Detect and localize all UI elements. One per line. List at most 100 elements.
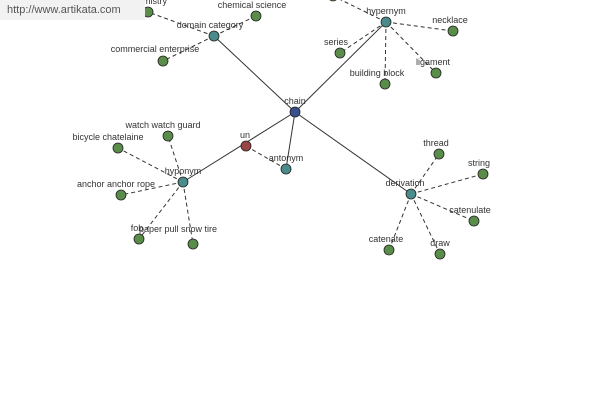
node-dot-chatelaine[interactable] bbox=[112, 142, 124, 154]
edge-chain-antonym bbox=[285, 111, 296, 170]
node-label-commerce: commercial enterprise bbox=[111, 44, 200, 54]
edge-chain-domain bbox=[213, 35, 296, 113]
node-dot-hyp-top1[interactable] bbox=[328, 0, 338, 2]
node-dot-string[interactable] bbox=[477, 168, 489, 180]
node-label-string: string bbox=[468, 158, 490, 168]
node-label-anchorrope: anchor anchor rope bbox=[77, 179, 155, 189]
node-snowtire[interactable]: paper pull snow tire bbox=[139, 224, 217, 250]
node-dot-ligament[interactable] bbox=[430, 67, 442, 79]
edge-derivation-catenate bbox=[388, 193, 412, 251]
node-label-derivation: derivation bbox=[385, 178, 424, 188]
node-necklace[interactable]: necklace bbox=[432, 15, 468, 37]
node-label-hypernym: hypernym bbox=[366, 6, 406, 16]
edge-chain-hyponym bbox=[182, 111, 296, 183]
node-dot-series[interactable] bbox=[334, 47, 346, 59]
node-antonym[interactable]: antonym bbox=[269, 153, 304, 175]
node-chain[interactable]: chain bbox=[284, 96, 306, 118]
node-dot-hyponym[interactable] bbox=[177, 176, 189, 188]
node-chemsci[interactable]: chemical science bbox=[218, 0, 287, 22]
node-label-necklace: necklace bbox=[432, 15, 468, 25]
node-dot-chemsci[interactable] bbox=[250, 10, 262, 22]
node-hyp-top1[interactable] bbox=[328, 0, 338, 2]
node-dot-antonym[interactable] bbox=[280, 163, 292, 175]
node-dot-necklace[interactable] bbox=[447, 25, 459, 37]
edge-hyponym-chatelaine bbox=[117, 147, 184, 183]
edge-hypernym-series bbox=[339, 21, 387, 54]
node-dot-catenulate[interactable] bbox=[468, 215, 480, 227]
site-watermark[interactable]: http://www.artikata.com bbox=[0, 0, 145, 20]
edge-derivation-string bbox=[410, 173, 484, 195]
node-dot-draw[interactable] bbox=[434, 248, 446, 260]
edge-hypernym-ligament bbox=[385, 21, 437, 74]
node-anchorrope[interactable]: anchor anchor rope bbox=[77, 179, 155, 201]
node-chemistry[interactable]: mistry bbox=[142, 0, 167, 18]
node-thread[interactable]: thread bbox=[423, 138, 449, 160]
edges-layer bbox=[117, 0, 484, 255]
node-label-fob: fob bbox=[131, 223, 144, 233]
node-label-antonym: antonym bbox=[269, 153, 304, 163]
edge-hyponym-snowtire bbox=[182, 181, 194, 245]
node-un[interactable]: un bbox=[240, 130, 252, 152]
node-label-chemistry: mistry bbox=[143, 0, 167, 6]
node-catenate[interactable]: catenate bbox=[369, 234, 404, 256]
node-dot-building[interactable] bbox=[379, 78, 391, 90]
edge-hypernym-building bbox=[384, 21, 387, 85]
node-hypernym[interactable]: hypernym bbox=[366, 6, 406, 28]
edge-hyponym-anchorrope bbox=[120, 181, 184, 196]
edge-chain-hypernym bbox=[294, 21, 387, 113]
node-label-snowtire: paper pull snow tire bbox=[139, 224, 217, 234]
edge-hypernym-necklace bbox=[385, 21, 454, 32]
node-label-chatelaine: bicycle chatelaine bbox=[72, 132, 143, 142]
node-dot-domain[interactable] bbox=[208, 30, 220, 42]
node-label-domain: domain category bbox=[177, 20, 244, 30]
edge-antonym-un bbox=[245, 145, 287, 170]
node-hyponym[interactable]: hyponym bbox=[165, 166, 202, 188]
node-dot-hypernym[interactable] bbox=[380, 16, 392, 28]
node-fob[interactable]: fob bbox=[131, 223, 145, 245]
node-label-chemsci: chemical science bbox=[218, 0, 287, 10]
node-label-watchguard: watch watch guard bbox=[124, 120, 200, 130]
node-dot-commerce[interactable] bbox=[157, 55, 169, 67]
node-label-chain: chain bbox=[284, 96, 306, 106]
node-chatelaine[interactable]: bicycle chatelaine bbox=[72, 132, 144, 154]
edge-hyponym-watchguard bbox=[167, 135, 184, 183]
node-string[interactable]: string bbox=[468, 158, 490, 180]
edge-domain-chemsci bbox=[213, 15, 257, 37]
edge-domain-chemistry bbox=[147, 11, 215, 37]
edge-chain-derivation bbox=[294, 111, 412, 195]
node-label-un: un bbox=[240, 130, 250, 140]
node-series[interactable]: series bbox=[324, 37, 349, 59]
node-dot-catenate[interactable] bbox=[383, 244, 395, 256]
edge-hypernym-hyp-top1 bbox=[340, 0, 387, 23]
node-dot-un[interactable] bbox=[240, 140, 252, 152]
node-label-building: building block bbox=[350, 68, 405, 78]
node-label-thread: thread bbox=[423, 138, 449, 148]
edge-hyponym-fob bbox=[138, 181, 184, 240]
node-label-draw: draw bbox=[430, 238, 450, 248]
node-dot-derivation[interactable] bbox=[405, 188, 417, 200]
node-label-catenulate: catenulate bbox=[449, 205, 491, 215]
node-label-ligament: ligament bbox=[416, 57, 451, 67]
node-ligament[interactable]: ligament bbox=[416, 57, 451, 79]
node-label-series: series bbox=[324, 37, 349, 47]
node-draw[interactable]: draw bbox=[430, 238, 450, 260]
node-derivation[interactable]: derivation bbox=[385, 178, 425, 200]
node-label-catenate: catenate bbox=[369, 234, 404, 244]
node-dot-fob[interactable] bbox=[133, 233, 145, 245]
edge-derivation-catenulate bbox=[410, 193, 475, 222]
node-label-hyponym: hyponym bbox=[165, 166, 202, 176]
node-dot-thread[interactable] bbox=[433, 148, 445, 160]
edge-domain-commerce bbox=[162, 35, 215, 62]
node-commerce[interactable]: commercial enterprise bbox=[111, 44, 200, 67]
nodes-layer: chain domain category hypernym hyponym anton… bbox=[72, 0, 491, 260]
node-dot-chain[interactable] bbox=[289, 106, 301, 118]
node-catenulate[interactable]: catenulate bbox=[449, 205, 491, 227]
node-building[interactable]: building block bbox=[350, 68, 405, 90]
node-dot-anchorrope[interactable] bbox=[115, 189, 127, 201]
node-dot-snowtire[interactable] bbox=[187, 238, 199, 250]
node-domain[interactable]: domain category bbox=[177, 20, 244, 42]
node-dot-watchguard[interactable] bbox=[162, 130, 174, 142]
node-watchguard[interactable]: watch watch guard bbox=[124, 120, 201, 142]
